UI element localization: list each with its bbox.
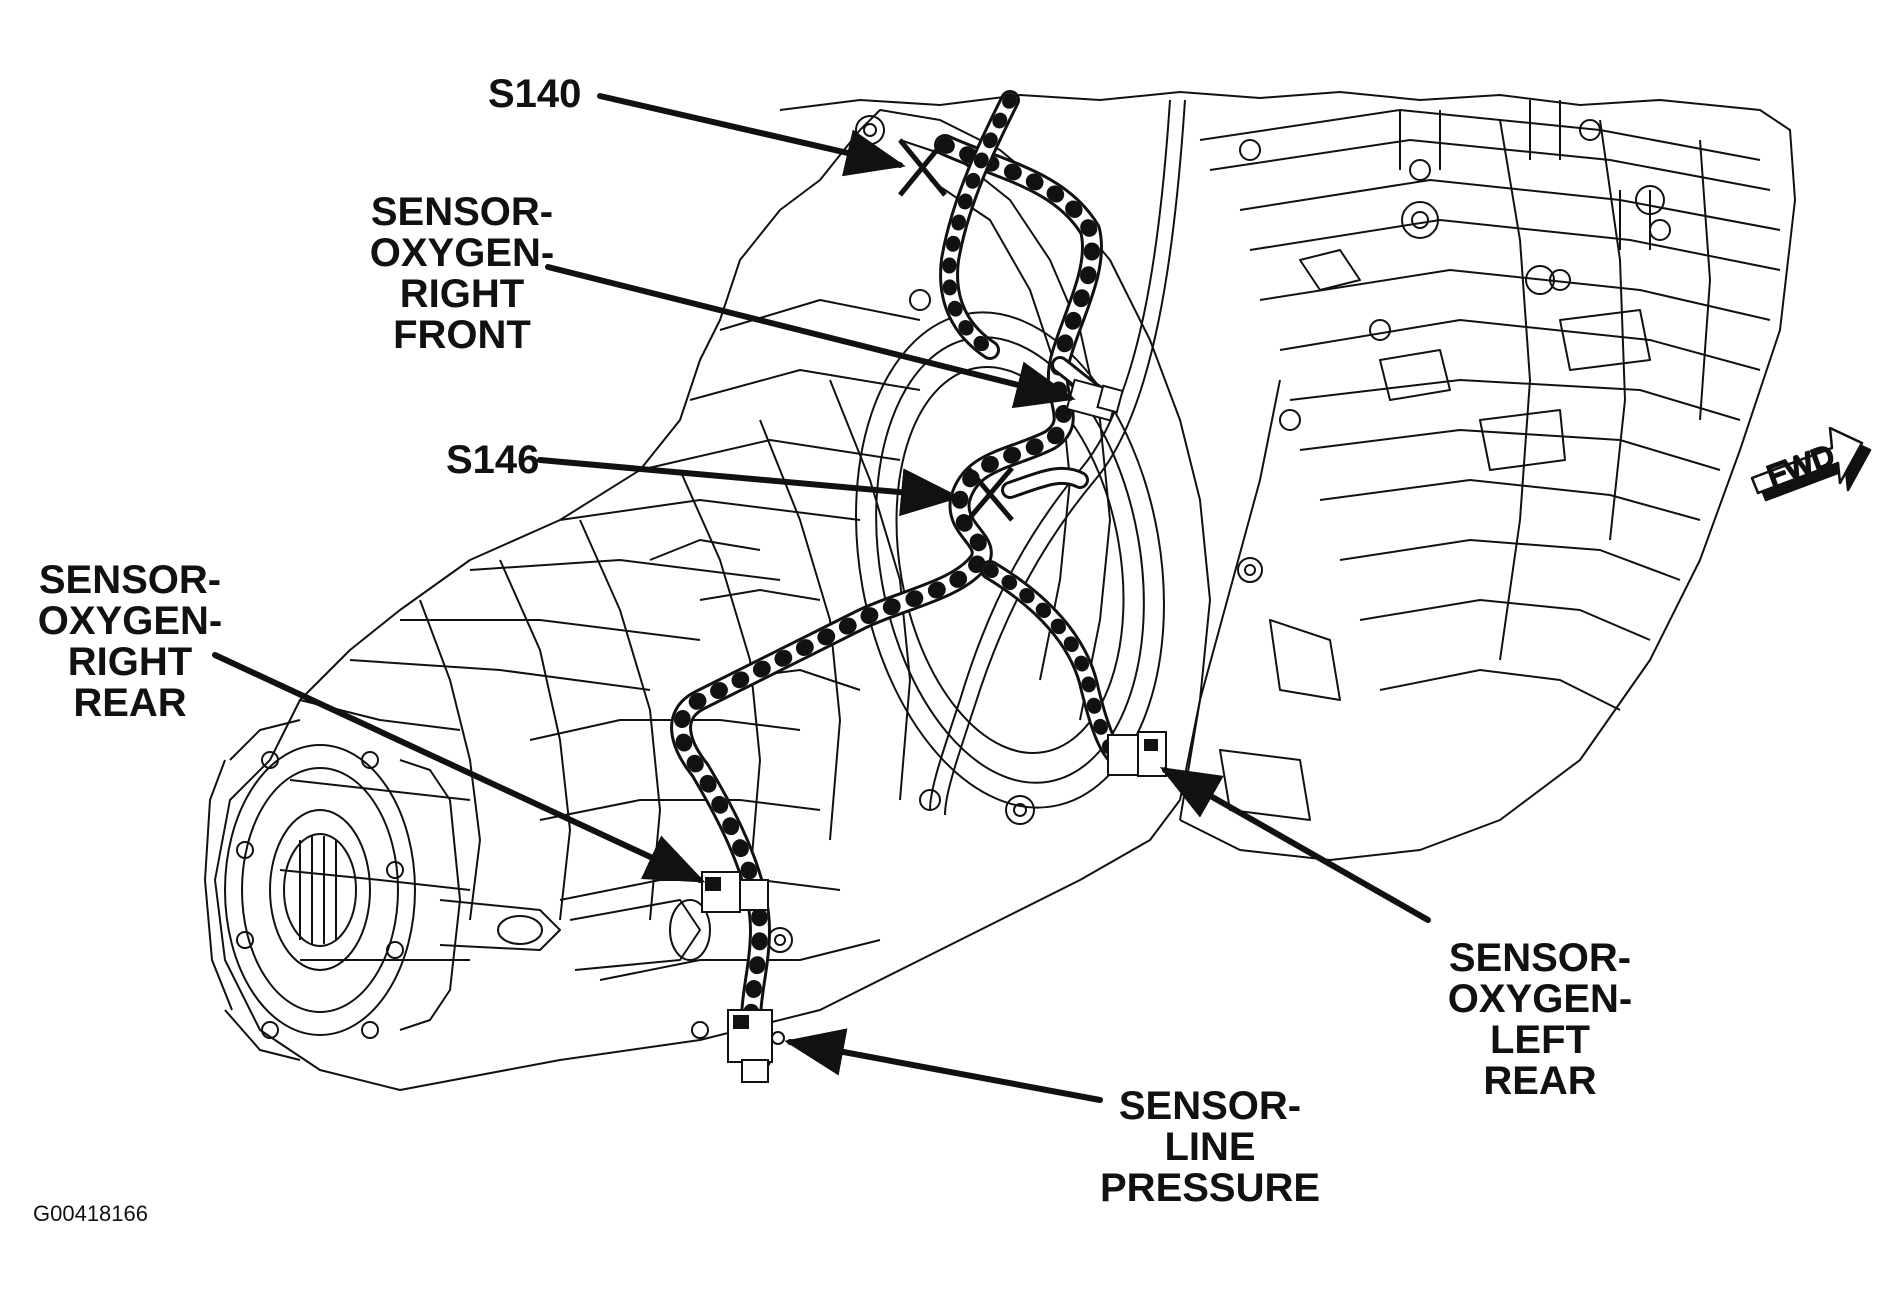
callout-s146: S146: [446, 440, 539, 481]
figure-id: G00418166: [33, 1201, 148, 1226]
callout-text: OXYGEN-: [1447, 977, 1633, 1021]
callout-s140: S140: [488, 74, 581, 115]
callout-text: RIGHT: [67, 640, 193, 684]
callout-text: SENSOR-: [38, 558, 222, 602]
dipstick-tube: [929, 99, 1186, 816]
callout-text: RIGHT: [399, 272, 525, 316]
callout-text: S146: [446, 438, 540, 482]
splice-s140: [898, 138, 947, 197]
tail-housing: [204, 719, 711, 1061]
callout-oxygen-sensor-right-rear: SENSOR- OXYGEN- RIGHT REAR: [30, 560, 230, 724]
callout-text: PRESSURE: [1100, 1166, 1321, 1210]
callout-text: LINE: [1164, 1125, 1256, 1169]
callout-oxygen-sensor-left-rear: SENSOR- OXYGEN- LEFT REAR: [1440, 938, 1640, 1102]
callout-text: REAR: [1483, 1059, 1597, 1103]
splice-s146: [966, 466, 1014, 522]
callout-text: REAR: [73, 681, 187, 725]
wiring-harness: [670, 90, 1140, 1071]
callout-text: SENSOR-: [370, 190, 554, 234]
callout-text: S140: [488, 72, 582, 116]
callout-line-pressure-sensor: SENSOR- LINE PRESSURE: [1100, 1086, 1320, 1209]
callout-text: OXYGEN-: [37, 599, 223, 643]
callout-text: FRONT: [393, 313, 531, 357]
transmission-case: [214, 109, 1211, 1091]
connector-right-rear: [701, 871, 769, 913]
callout-text: LEFT: [1490, 1018, 1590, 1062]
callout-text: SENSOR-: [1118, 1084, 1302, 1128]
connector-left-rear: [1107, 731, 1167, 777]
callout-text: OXYGEN-: [369, 231, 555, 275]
callout-text: SENSOR-: [1448, 936, 1632, 980]
forward-arrow-icon: FWD: [1750, 426, 1872, 502]
engine-block: [779, 91, 1796, 861]
leader-lines: [212, 93, 1431, 1103]
connector-line-pressure: [727, 1009, 785, 1083]
callout-oxygen-sensor-right-front: SENSOR- OXYGEN- RIGHT FRONT: [362, 192, 562, 356]
